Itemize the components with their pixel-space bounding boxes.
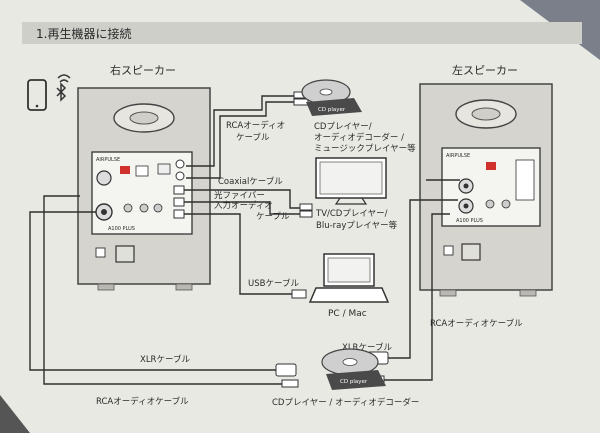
rca-plug [293,98,309,106]
right-panel-model: A100 PLUS [108,226,135,232]
speaker-foot [175,283,193,291]
speaker-foot [519,289,537,297]
cd-player-top: CD player [301,79,362,116]
cd-top-label-1: CDプレイヤー/ [314,122,372,132]
section-title: 1.再生機器に接続 [36,26,131,41]
speaker-foot [439,289,457,297]
coaxial-plug [299,203,313,211]
right-speaker-label: 右スピーカー [110,63,176,77]
rca-cable-top-2 [186,101,300,179]
coaxial-cable [184,189,308,209]
rca-plug [281,379,299,388]
xlr-cable-left [29,211,280,371]
xlr-cable-label-left: XLRケーブル [140,354,190,365]
bluetooth-icon [56,82,67,102]
usb-cable [184,213,300,295]
section-header-bar [22,22,582,44]
cd-bottom-label: CDプレイヤー / オーディオデコーダー [272,397,419,408]
power-switch [95,247,106,258]
optical-cable-label-1: 光ファイバー [214,190,265,201]
optical-cable-label-3: ケーブル [256,211,290,222]
coaxial-jack [173,185,185,195]
rca-jack [175,171,185,181]
eq-knob [153,203,163,213]
rca-cable-right-label: RCAオーディオケーブル [430,318,523,329]
pc-label: PC / Mac [328,309,367,319]
page-corner-shadow [0,395,30,433]
phone-icon [27,74,71,111]
xlr-plug [275,363,297,377]
optical-cable-label-2: 入力オーディオ [214,200,273,211]
optical-jack [173,197,185,207]
rca-cable-top [186,95,300,167]
power-inlet [115,245,135,263]
tv-icon [315,157,387,205]
left-speaker: AIRPULSE A100 PLUS [419,83,553,297]
eq-knob [139,203,149,213]
power-switch [443,245,454,256]
cd-player-bottom: CD player [321,348,386,390]
rca-jack [175,159,185,169]
left-panel-model: A100 PLUS [456,218,483,224]
rca-cable-label-2: ケーブル [236,132,270,143]
usb-cable-label: USBケーブル [248,278,299,289]
tv-label-2: Blu-rayプレイヤー等 [316,220,398,231]
rca-cable-right [380,213,450,381]
xlr-cable-label-right: XLRケーブル [342,342,392,353]
optical-plug [299,210,313,218]
cd-player-badge: CD player [340,379,368,385]
volume-knob [96,170,112,186]
power-inlet [461,243,481,261]
status-led [486,162,496,170]
rca-cable-bottom [43,195,290,385]
eq-knob [501,199,511,209]
usb-plug [291,289,307,299]
xlr-cable-right [380,199,458,359]
status-led [120,166,130,174]
spec-label [515,159,535,201]
rca-cable-label-1: RCAオーディオ [226,120,285,131]
rca-cable-bottom-label: RCAオーディオケーブル [96,396,189,407]
usb-port [157,163,171,175]
eq-knob [485,199,495,209]
optical-cable [184,201,308,215]
mode-switch [135,165,149,177]
cd-top-label-3: ミュージックプレイヤー等 [314,143,416,154]
speaker-foot [97,283,115,291]
tv-label-1: TV/CDプレイヤー/ [315,209,388,219]
cd-top-label-2: オーディオデコーダー / [314,132,404,143]
cd-player-base [306,98,362,116]
laptop-icon [308,253,390,303]
left-panel-brand: AIRPULSE [446,153,470,159]
left-speaker-label: 左スピーカー [452,64,518,77]
coaxial-cable-label: Coaxialケーブル [218,176,283,187]
eq-knob [123,203,133,213]
cd-player-base [326,370,386,390]
right-speaker: AIRPULSE A100 PLUS [77,87,211,291]
usb-jack [173,209,185,219]
cd-player-badge: CD player [318,107,346,113]
right-panel-brand: AIRPULSE [96,157,120,163]
